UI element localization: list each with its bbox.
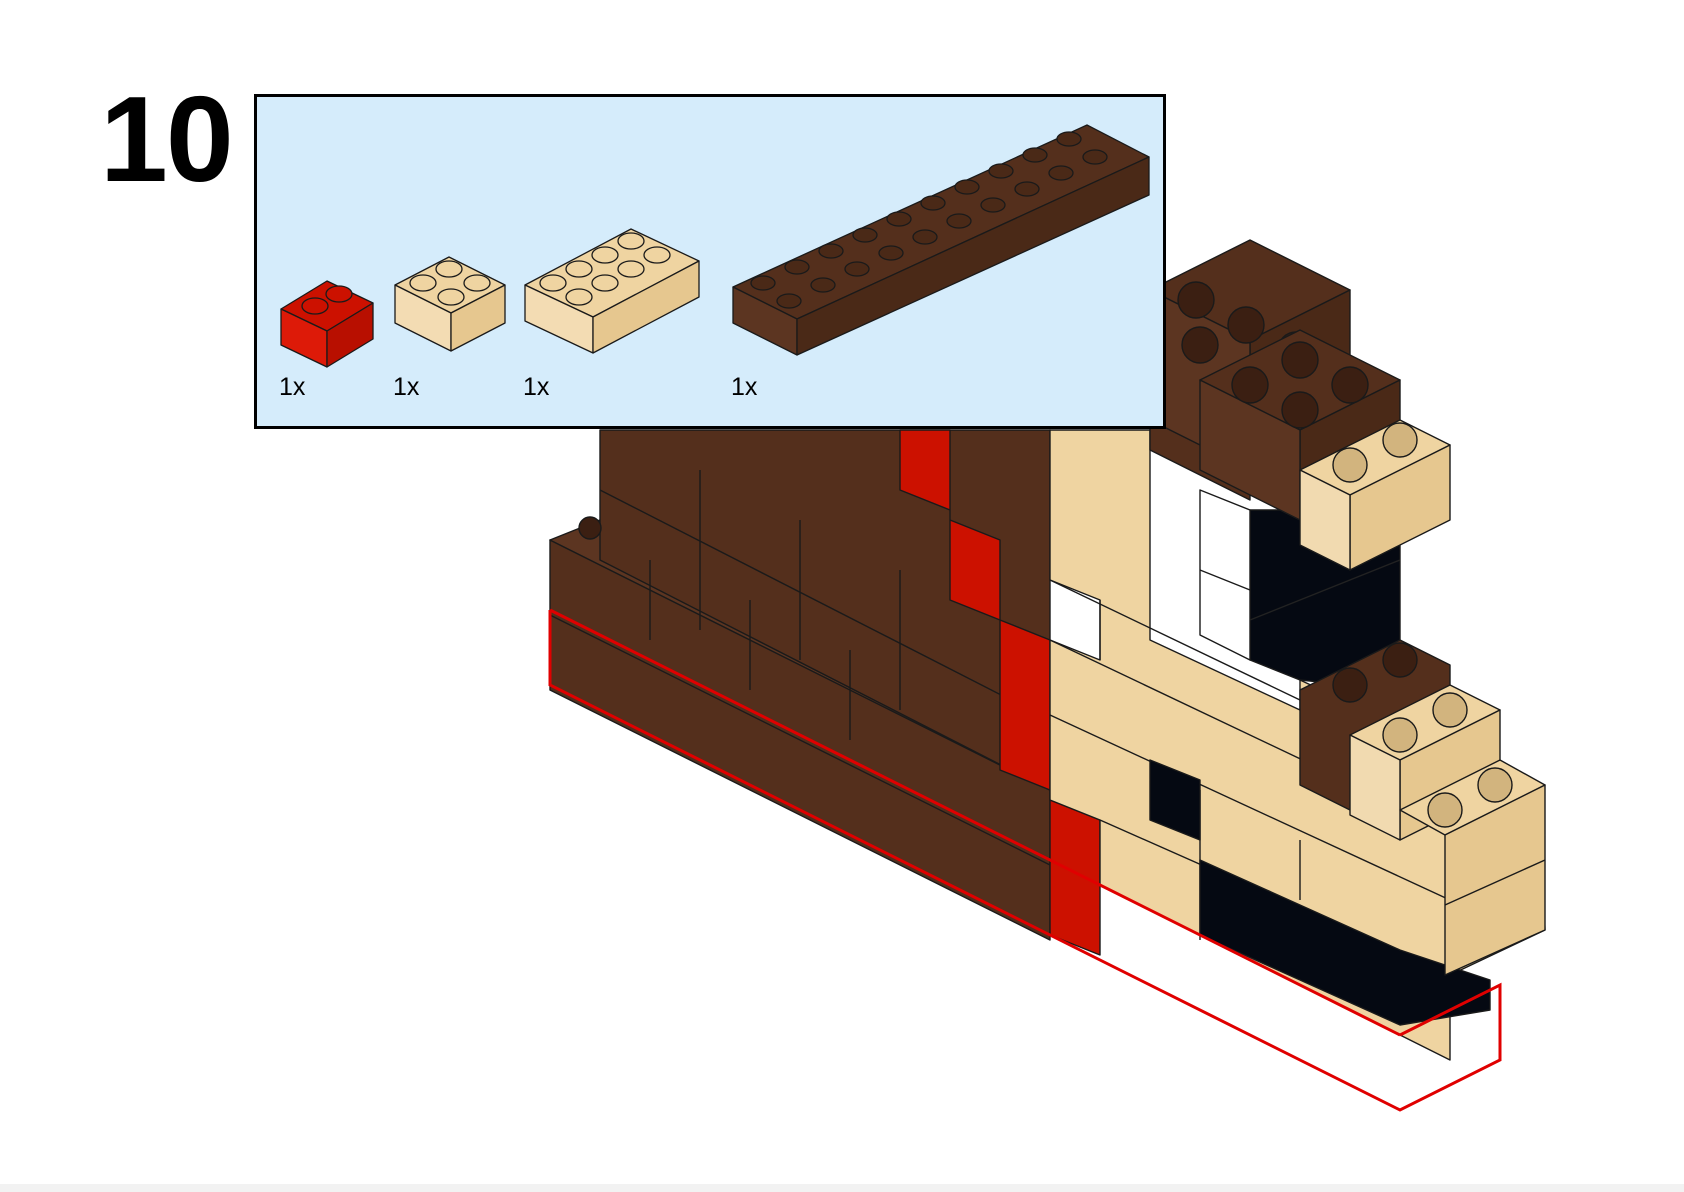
step-number: 10 — [100, 71, 234, 207]
tan-2x4-part — [524, 228, 700, 354]
parts-callout: 1x 1x 1x 1x — [254, 94, 1166, 429]
part-quantity: 1x — [731, 373, 758, 401]
tan-brick-eye-left — [1299, 469, 1351, 571]
part-quantity: 1x — [523, 373, 550, 401]
tan-nose-left — [1349, 734, 1401, 841]
red-brick-part — [280, 280, 374, 368]
footer-bar — [0, 1184, 1684, 1192]
new-part-highlight — [548, 610, 1502, 1112]
black-eye-lower — [1149, 759, 1201, 841]
white-eye-highlight — [1199, 489, 1251, 661]
tan-2x2-part — [394, 256, 506, 352]
parts-illustration — [280, 124, 1150, 368]
brown-2x10-part — [732, 124, 1150, 356]
part-quantity: 1x — [393, 373, 420, 401]
red-column — [899, 429, 1101, 956]
tan-snout-front — [1444, 784, 1546, 976]
base-stud — [578, 516, 602, 540]
part-quantity: 1x — [279, 373, 306, 401]
